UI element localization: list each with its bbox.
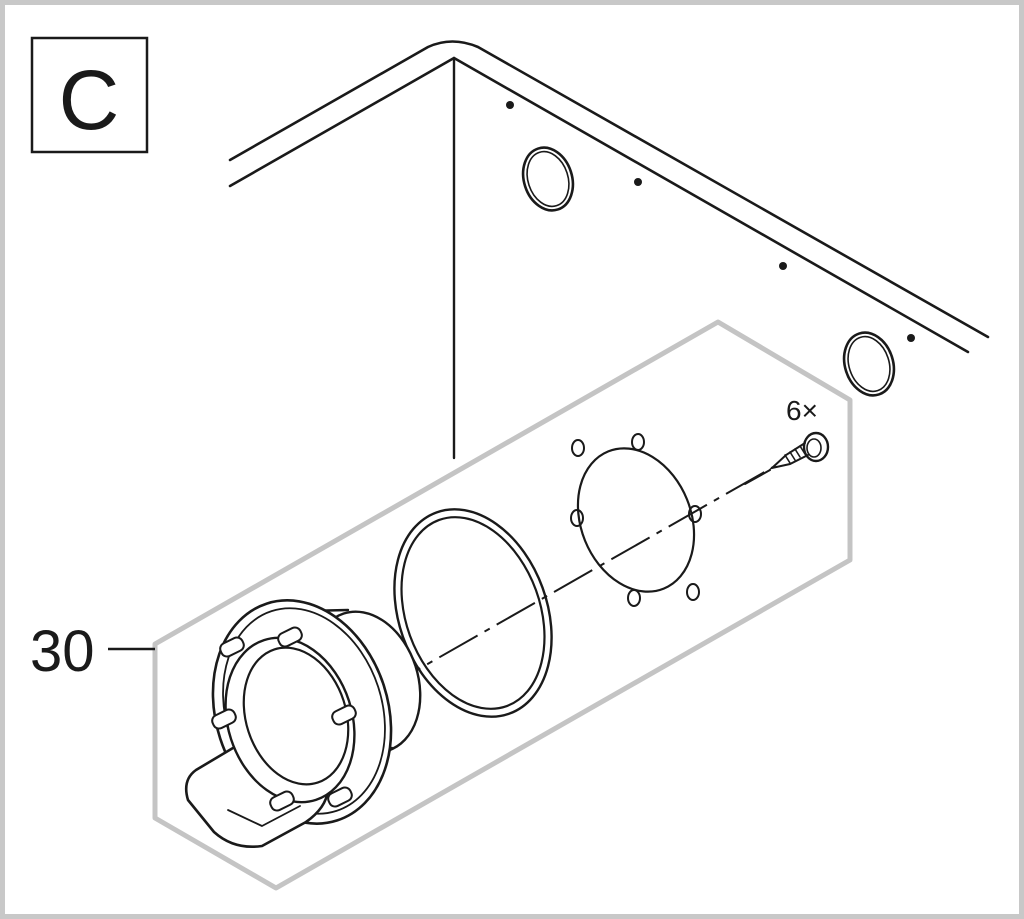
spout-lip (184, 743, 330, 848)
mounting-hole-right-inner (847, 335, 891, 393)
screw-quantity-label: 6× (786, 395, 818, 426)
gasket-hole (627, 589, 641, 607)
o-ring-seal-icon (393, 508, 553, 718)
seal-outer (393, 508, 553, 718)
gasket-outline (576, 447, 696, 593)
screw-icon (744, 431, 830, 485)
gasket-hole (688, 505, 702, 523)
pilot-dot (634, 178, 642, 186)
gasket-icon (570, 433, 702, 607)
mounting-hole-left-inner (526, 150, 570, 208)
gasket-hole (570, 509, 584, 527)
pilot-dot (779, 262, 787, 270)
screw-head-inner (806, 438, 822, 458)
step-label: C (59, 53, 120, 147)
cabinet-underside-icon (228, 40, 990, 460)
pilot-dot (907, 334, 915, 342)
spout-bore (242, 646, 350, 786)
spout-pin (219, 636, 245, 658)
gasket-hole (571, 439, 585, 457)
part-callout-label: 30 (30, 619, 95, 684)
spout-pin (269, 790, 295, 812)
spout-pin (331, 704, 357, 726)
pilot-dots (506, 101, 915, 342)
gasket-hole (686, 583, 700, 601)
mounting-hole-right (842, 331, 896, 397)
screw-thread (784, 445, 806, 464)
spout-pin (327, 786, 353, 808)
drain-spout-icon (184, 599, 422, 848)
mounting-hole-left (521, 146, 575, 212)
assembly-axis-line (381, 465, 776, 691)
step-label-box: C (30, 36, 149, 154)
spout-pin (211, 708, 237, 730)
screw-axis (744, 469, 771, 485)
step-label-border (30, 36, 149, 154)
pilot-dot (506, 101, 514, 109)
spout-lip-inner (227, 805, 301, 827)
screw-shank (768, 442, 809, 470)
seal-inner (400, 516, 546, 710)
gasket-hole (631, 433, 645, 451)
cabinet-outer-edge (228, 40, 990, 339)
spout-pin (277, 626, 303, 648)
